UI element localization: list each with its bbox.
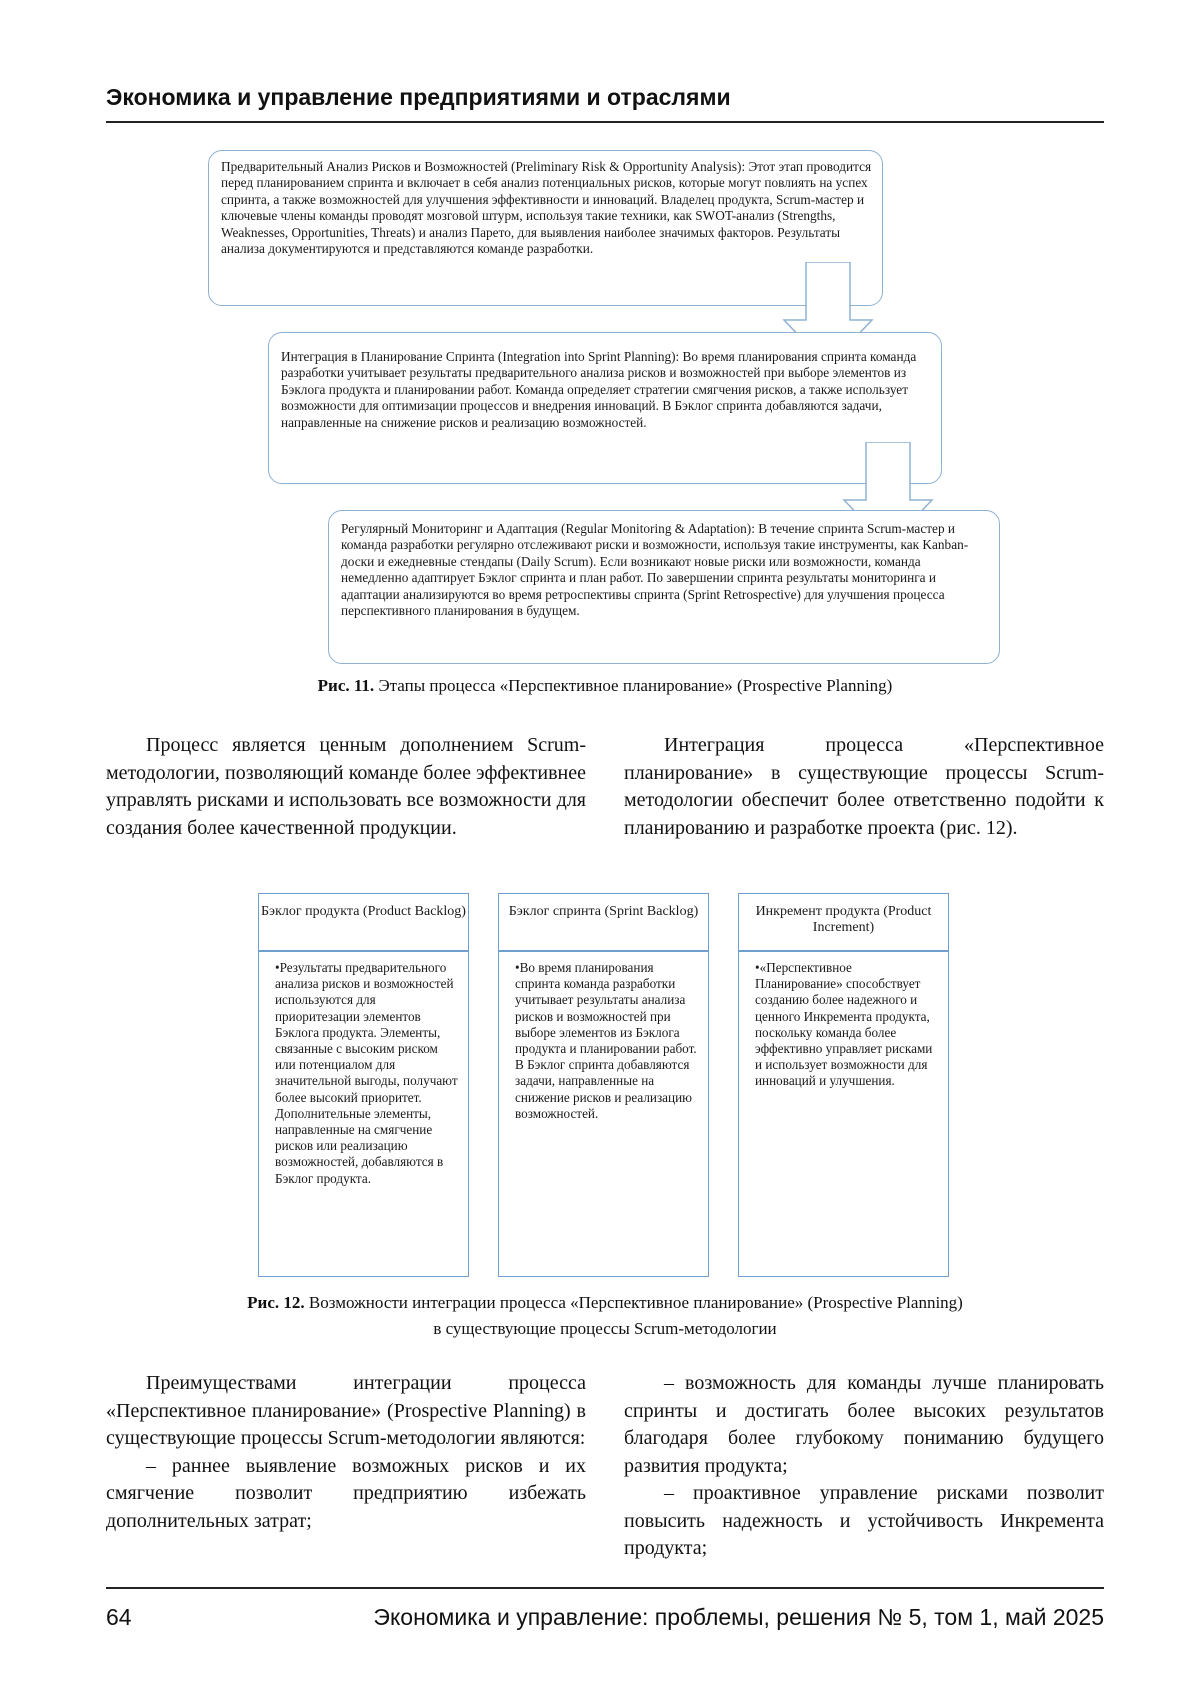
fig12-col-2-header: Бэклог спринта (Sprint Backlog) xyxy=(498,893,709,951)
figure-12-caption-label: Рис. 12. xyxy=(247,1293,305,1312)
fig11-stage-sprint-planning-integration: Интеграция в Планирование Спринта (Integ… xyxy=(268,332,942,484)
fig12-col-3-body: •«Перспективное Планирование» способству… xyxy=(738,951,949,1277)
figure-11-caption-label: Рис. 11. xyxy=(317,676,375,695)
page-number: 64 xyxy=(106,1604,132,1630)
left-column-text-2: Преимуществами интеграции процесса «Перс… xyxy=(106,1370,586,1535)
fig12-col-3-header: Инкремент продукта (Product Increment) xyxy=(738,893,949,951)
advantage-early-risk-detection: – раннее выявление возможных рисков и их… xyxy=(106,1454,586,1532)
figure-11-caption: Рис. 11. Этапы процесса «Перспективное п… xyxy=(106,676,1104,696)
right-column-paragraph-1: Интеграция процесса «Перспективное плани… xyxy=(624,734,1104,839)
running-header: Экономика и управление предприятиями и о… xyxy=(106,84,731,110)
fig12-col-1-body: •Результаты предварительного анализа рис… xyxy=(258,951,469,1277)
journal-footer-title: Экономика и управление: проблемы, решени… xyxy=(373,1604,1104,1630)
figure-12-caption: Рис. 12. Возможности интеграции процесса… xyxy=(106,1290,1104,1342)
footer-rule xyxy=(106,1587,1104,1589)
fig12-col-1-header: Бэклог продукта (Product Backlog) xyxy=(258,893,469,951)
fig12-col-2-body: •Во время планирования спринта команда р… xyxy=(498,951,709,1277)
advantages-intro: Преимуществами интеграции процесса «Перс… xyxy=(106,1372,586,1449)
figure-11-caption-text: Этапы процесса «Перспективное планирован… xyxy=(374,676,893,695)
right-column-text-2: – возможность для команды лучше планиров… xyxy=(624,1370,1104,1563)
left-column-paragraph-1: Процесс является ценным дополнением Scru… xyxy=(106,734,586,839)
header-rule xyxy=(106,121,1104,123)
fig11-stage-preliminary-analysis: Предварительный Анализ Рисков и Возможно… xyxy=(208,150,883,306)
fig11-stage-monitoring-adaptation: Регулярный Мониторинг и Адаптация (Regul… xyxy=(328,510,1000,664)
advantage-proactive-risk-management: – проактивное управление рисками позволи… xyxy=(624,1482,1104,1559)
figure-12-caption-line2: в существующие процессы Scrum-методологи… xyxy=(433,1319,777,1338)
figure-12-caption-text: Возможности интеграции процесса «Перспек… xyxy=(304,1293,963,1312)
advantage-better-sprint-planning: – возможность для команды лучше планиров… xyxy=(624,1372,1104,1477)
